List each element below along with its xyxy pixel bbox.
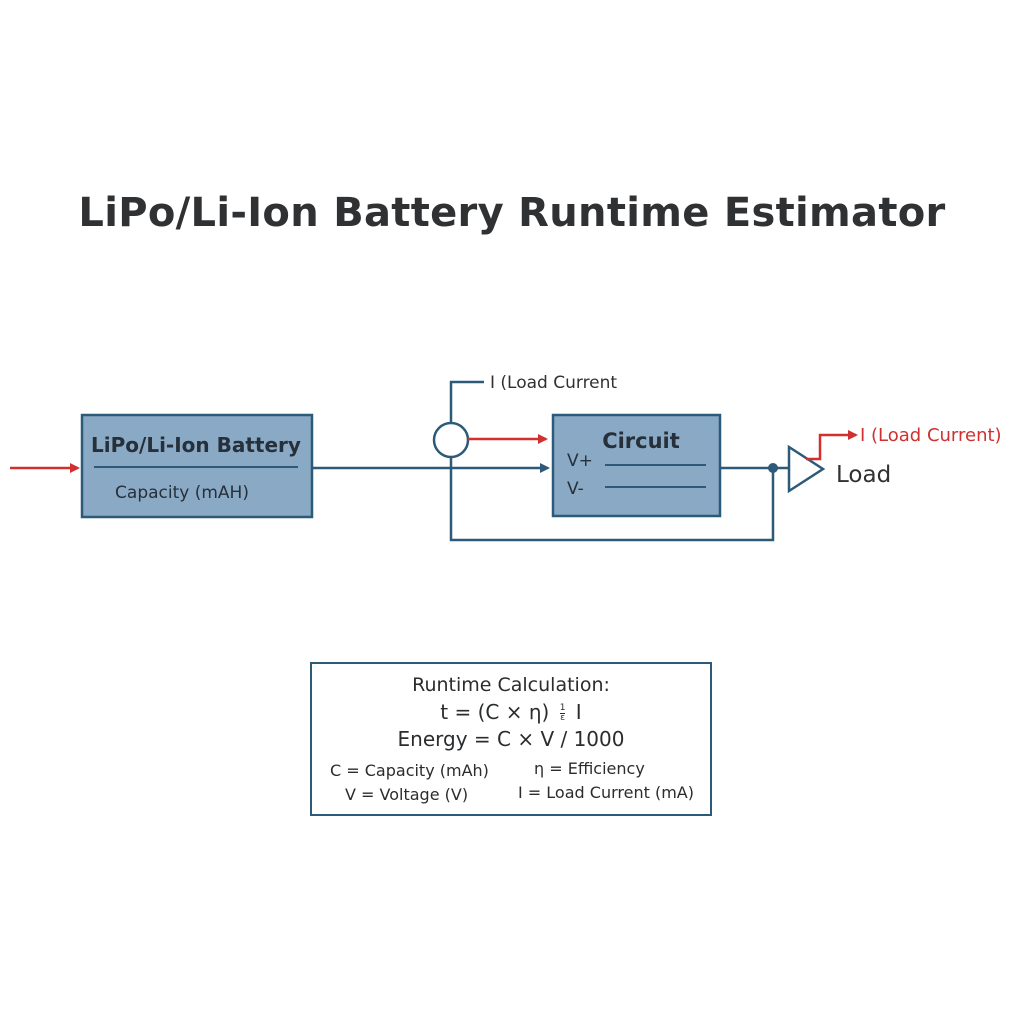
runtime-equation: t = (C × η) 1 ε I [312, 700, 710, 724]
circuit-block: Circuit V+ V- [551, 413, 722, 518]
circuit-name: Circuit [602, 429, 680, 453]
runtime-formula-box: Runtime Calculation: t = (C × η) 1 ε I E… [310, 662, 712, 816]
runtime-equation-lhs: t = (C × η) [440, 700, 550, 724]
def-voltage: V = Voltage (V) [345, 785, 469, 804]
load-current-label-right: I (Load Current) [860, 425, 1002, 446]
runtime-equation-rhs: I [575, 700, 582, 724]
load-label: Load [836, 462, 891, 488]
formula-heading: Runtime Calculation: [412, 674, 610, 696]
circuit-vplus: V+ [567, 451, 593, 471]
battery-name: LiPo/Li-Ion Battery [91, 433, 301, 457]
fraction-bottom: ε [559, 713, 566, 723]
load-current-label-top: I (Load Current [490, 373, 617, 393]
load-triangle [787, 444, 826, 494]
def-capacity: C = Capacity (mAh) [330, 761, 489, 780]
energy-equation: Energy = C × V / 1000 [397, 727, 625, 751]
output-current-arrow [806, 430, 858, 461]
battery-block: LiPo/Li-Ion Battery Capacity (mAH) [80, 413, 314, 519]
runtime-fraction: 1 ε [559, 703, 566, 723]
circuit-vminus: V- [567, 479, 584, 499]
return-wire [449, 457, 775, 542]
sensor-lead [449, 380, 484, 423]
battery-capacity-label: Capacity (mAH) [115, 483, 249, 503]
page-title: LiPo/Li-Ion Battery Runtime Estimator [78, 190, 946, 236]
def-load-current: I = Load Current (mA) [518, 783, 694, 802]
def-efficiency: η = Efficiency [534, 759, 645, 778]
current-sensor-circle [432, 421, 470, 459]
fraction-top: 1 [559, 703, 566, 713]
